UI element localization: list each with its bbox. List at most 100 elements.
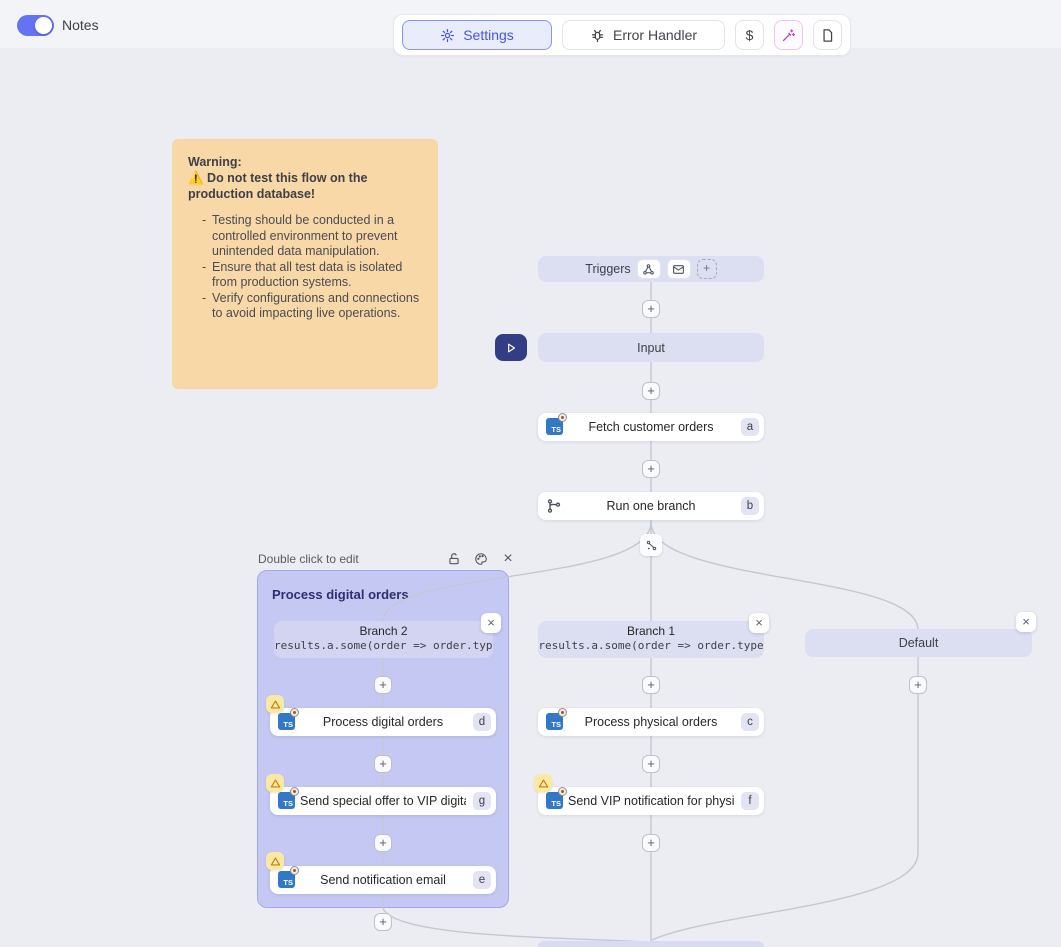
add-node-button[interactable]: +: [642, 460, 660, 478]
add-node-button[interactable]: +: [642, 382, 660, 400]
email-trigger-icon[interactable]: [666, 259, 691, 279]
add-node-button[interactable]: +: [374, 913, 392, 931]
add-node-button[interactable]: +: [642, 676, 660, 694]
note-bullet: Ensure that all test data is isolated fr…: [202, 260, 422, 291]
group-title: Process digital orders: [272, 587, 409, 602]
typescript-icon: TS: [546, 413, 567, 435]
merge-node-partial[interactable]: [538, 941, 764, 947]
run-flow-button[interactable]: [495, 334, 527, 361]
note-alert: ⚠️ Do not test this flow on the producti…: [188, 171, 368, 201]
add-trigger-button[interactable]: +: [696, 259, 717, 279]
branch-title: Branch 1: [626, 624, 676, 638]
avatar-mini-badge: [290, 787, 299, 796]
node-label: Send VIP notification for physical...: [568, 794, 734, 808]
input-label: Input: [637, 340, 665, 355]
bug-icon: [590, 28, 605, 43]
triggers-label: Triggers: [585, 262, 631, 276]
typescript-icon: TS: [278, 787, 299, 809]
node-badge: a: [741, 418, 759, 436]
settings-label: Settings: [463, 27, 514, 43]
node-label: Send notification email: [320, 873, 446, 887]
branch-condition-code: results.a.some(order => order.type: [274, 639, 493, 652]
remove-branch-button[interactable]: ×: [481, 613, 501, 633]
avatar-mini-badge: [290, 708, 299, 717]
add-node-button[interactable]: +: [642, 755, 660, 773]
typescript-icon: TS: [278, 708, 299, 730]
dollar-button[interactable]: $: [735, 20, 764, 50]
settings-button[interactable]: Settings: [402, 20, 552, 50]
node-label: Send special offer to VIP digital c...: [300, 794, 466, 808]
avatar-mini-badge: [558, 787, 567, 796]
toolbar: Settings Error Handler $: [393, 14, 851, 56]
error-handler-button[interactable]: Error Handler: [562, 20, 725, 50]
node-badge: b: [741, 497, 759, 515]
node-label: Process digital orders: [322, 715, 444, 729]
branch-icon: [546, 498, 562, 514]
add-node-button[interactable]: +: [374, 676, 392, 694]
remove-branch-button[interactable]: ×: [1016, 612, 1036, 632]
note-bullet-list: Testing should be conducted in a control…: [188, 213, 422, 322]
gear-icon: [440, 28, 455, 43]
typescript-icon: TS: [546, 787, 567, 809]
toggle-knob: [35, 17, 52, 34]
notes-toggle-label: Notes: [62, 17, 99, 33]
node-label: Run one branch: [606, 499, 696, 513]
magic-wand-button[interactable]: [774, 20, 803, 50]
node-label: Fetch customer orders: [588, 420, 714, 434]
note-bullet: Testing should be conducted in a control…: [202, 213, 422, 260]
node-badge: f: [741, 792, 759, 810]
group-edit-hint: Double click to edit: [258, 552, 359, 566]
group-toolbar: ×: [446, 550, 516, 567]
note-title: Warning:: [188, 155, 242, 169]
node-send-notification-email[interactable]: TS Send notification email e: [270, 866, 496, 894]
warning-badge[interactable]: [266, 774, 284, 792]
branch-condition-code: results.a.some(order => order.type: [538, 639, 764, 652]
node-send-vip-notification[interactable]: TS Send VIP notification for physical...…: [538, 787, 764, 815]
node-badge: g: [473, 792, 491, 810]
lock-icon[interactable]: [446, 551, 462, 567]
webhook-trigger-icon[interactable]: [636, 259, 661, 279]
close-icon[interactable]: ×: [503, 550, 513, 567]
node-badge: c: [741, 713, 759, 731]
node-badge: e: [473, 871, 491, 889]
warning-badge[interactable]: [266, 852, 284, 870]
node-run-one-branch[interactable]: Run one branch b: [538, 492, 764, 520]
node-label: Process physical orders: [584, 715, 718, 729]
input-node[interactable]: Input: [538, 333, 764, 362]
add-node-button[interactable]: +: [642, 834, 660, 852]
add-node-button[interactable]: +: [374, 755, 392, 773]
add-node-button[interactable]: +: [374, 834, 392, 852]
warning-badge[interactable]: [534, 774, 552, 792]
triggers-node[interactable]: Triggers +: [538, 256, 764, 282]
document-button[interactable]: [813, 20, 842, 50]
node-fetch-customer-orders[interactable]: TS Fetch customer orders a: [538, 413, 764, 441]
node-send-special-offer[interactable]: TS Send special offer to VIP digital c..…: [270, 787, 496, 815]
document-icon: [820, 28, 835, 43]
avatar-mini-badge: [558, 708, 567, 717]
avatar-mini-badge: [290, 866, 299, 875]
dollar-icon: $: [745, 27, 754, 43]
add-node-button[interactable]: +: [642, 300, 660, 318]
add-node-button[interactable]: +: [909, 676, 927, 694]
note-bullet: Verify configurations and connections to…: [202, 291, 422, 322]
avatar-mini-badge: [558, 413, 567, 422]
warning-note[interactable]: Warning: ⚠️ Do not test this flow on the…: [172, 139, 438, 389]
remove-branch-button[interactable]: ×: [749, 613, 769, 633]
warning-badge[interactable]: [266, 695, 284, 713]
notes-toggle[interactable]: [17, 15, 54, 36]
branch-title: Branch 2: [359, 624, 408, 638]
node-process-physical-orders[interactable]: TS Process physical orders c: [538, 708, 764, 736]
branch-split-icon[interactable]: [640, 534, 662, 556]
branch-title: Default: [898, 636, 939, 650]
branch-1-node[interactable]: Branch 1 results.a.some(order => order.t…: [538, 621, 764, 658]
branch-2-node[interactable]: Branch 2 results.a.some(order => order.t…: [274, 621, 493, 658]
typescript-icon: TS: [278, 866, 299, 888]
error-handler-label: Error Handler: [612, 27, 698, 43]
node-badge: d: [473, 713, 491, 731]
default-branch-node[interactable]: Default: [805, 629, 1032, 657]
node-process-digital-orders[interactable]: TS Process digital orders d: [270, 708, 496, 736]
palette-icon[interactable]: [473, 551, 489, 567]
magic-wand-icon: [781, 28, 796, 43]
